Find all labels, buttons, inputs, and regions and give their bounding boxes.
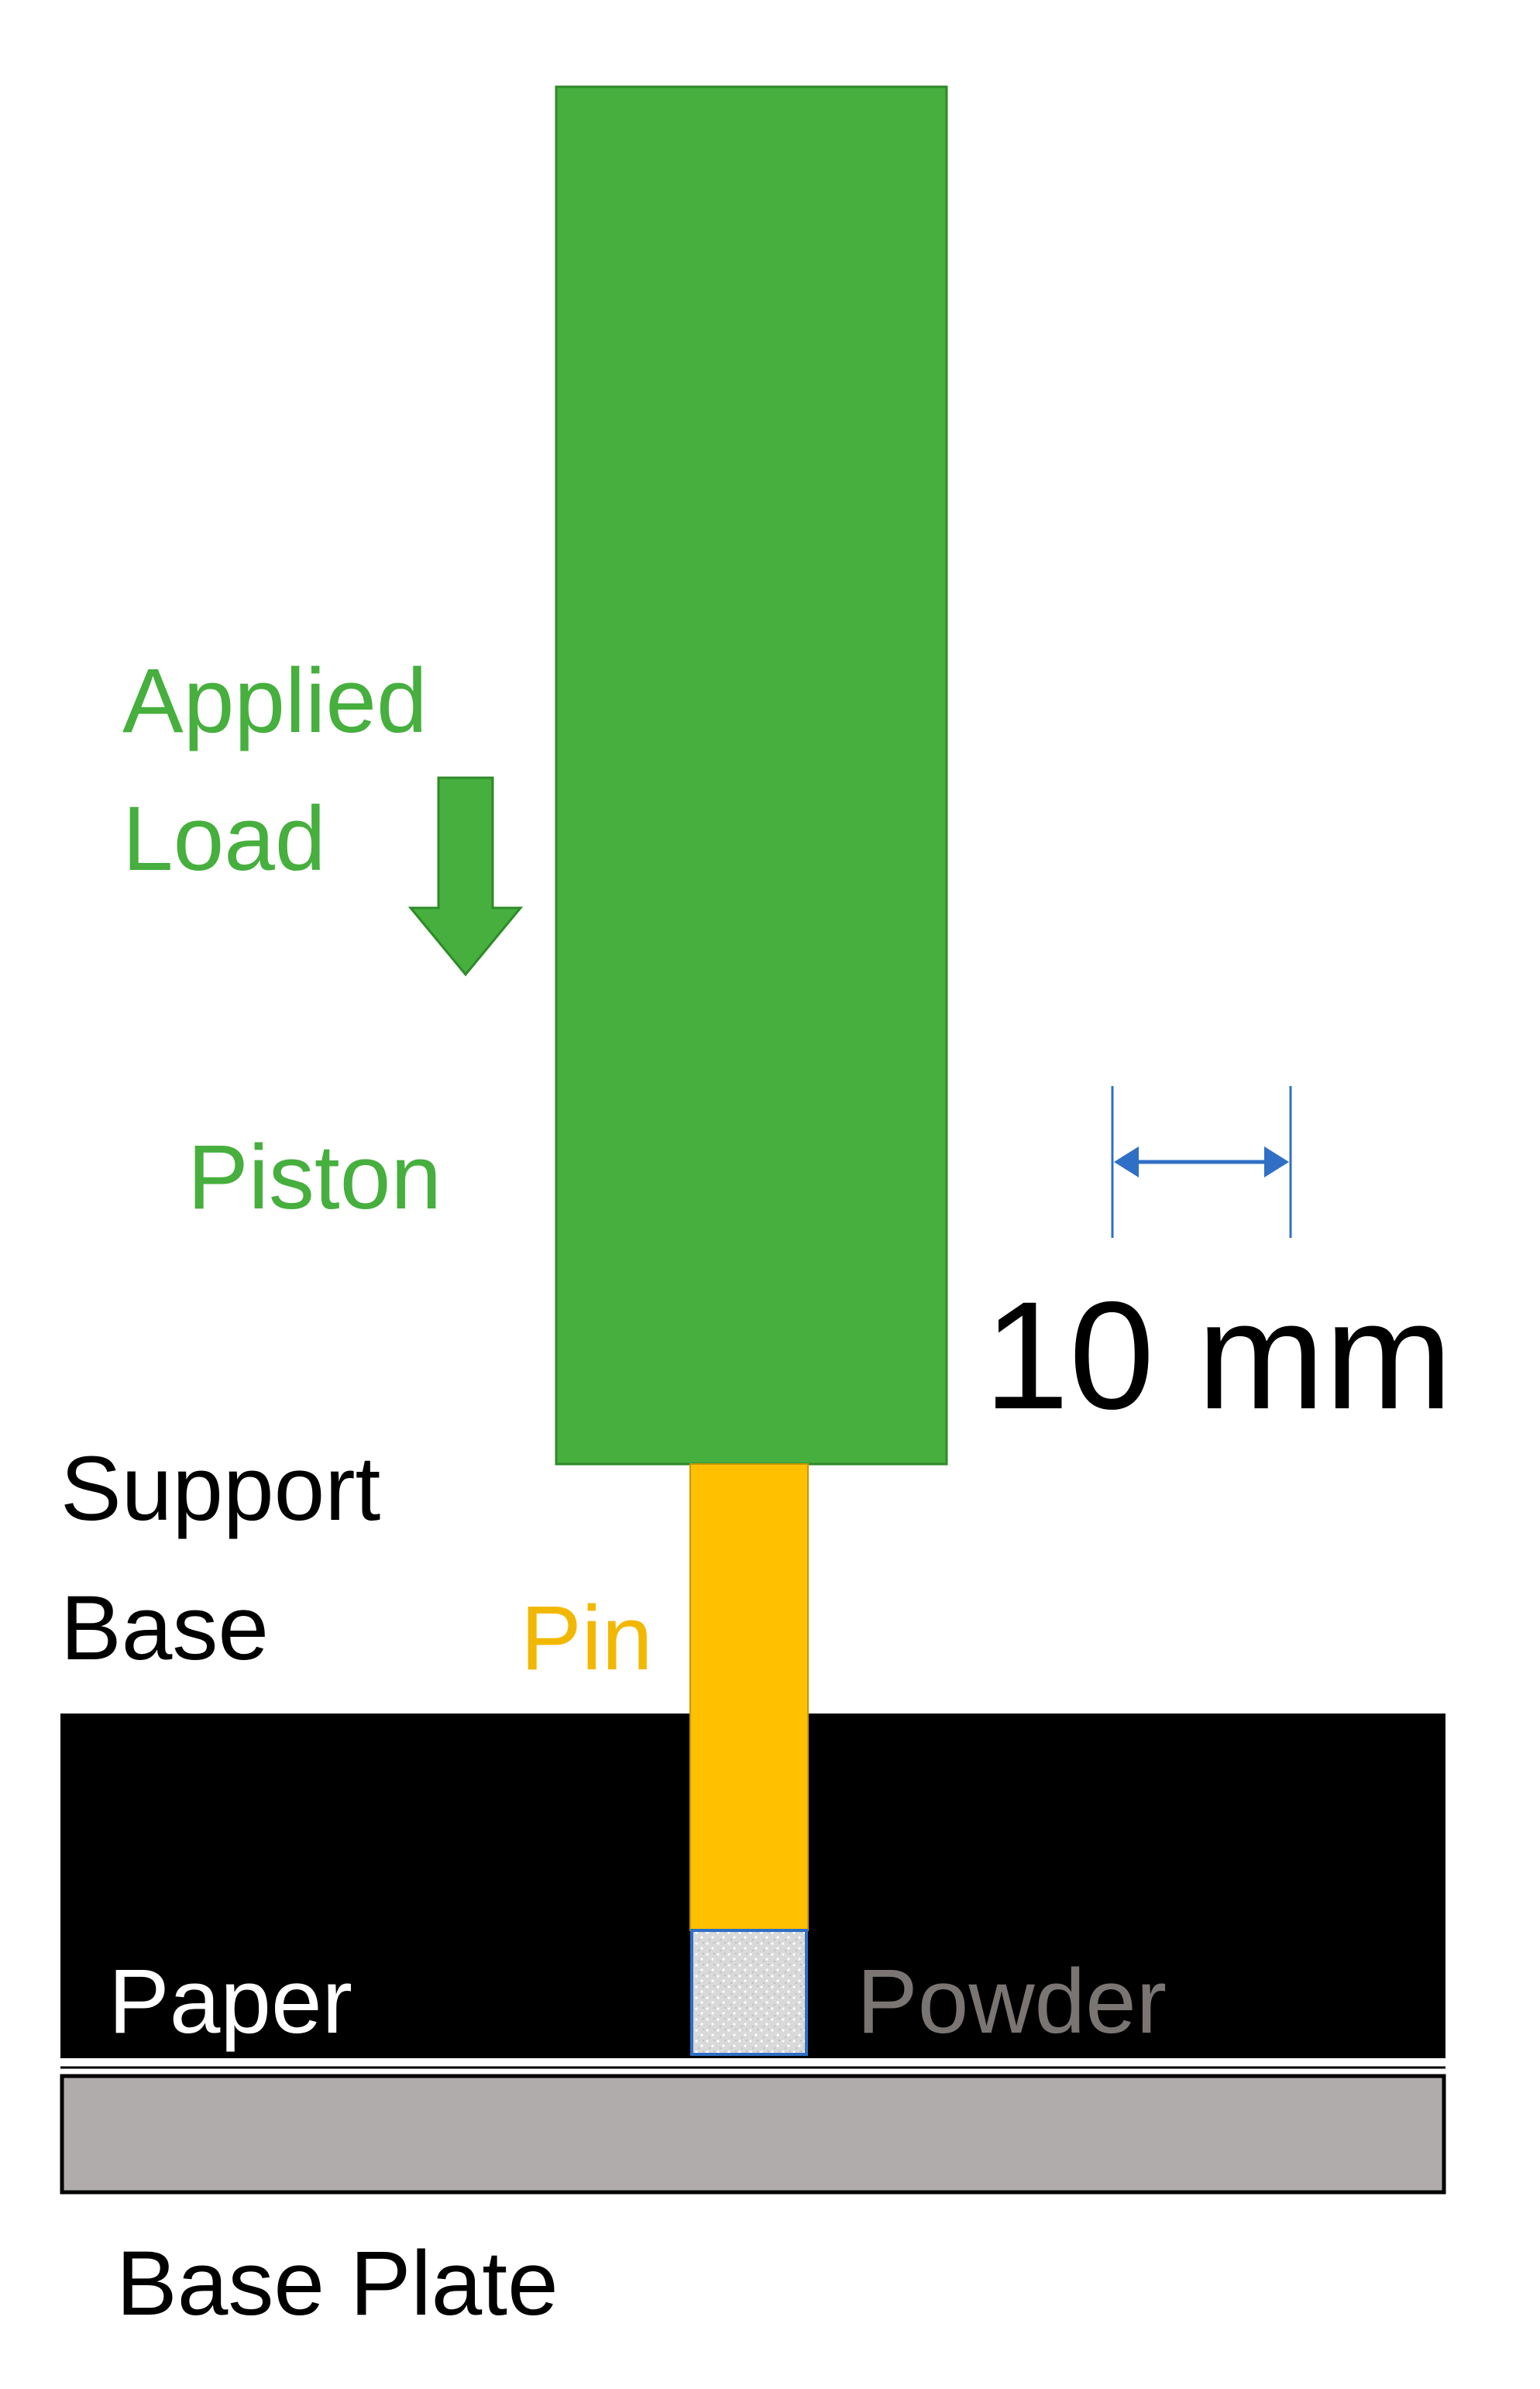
scale-arrowhead-right-icon xyxy=(1264,1146,1289,1177)
scale-bar-label: 10 mm xyxy=(984,1270,1452,1441)
pin-label: Pin xyxy=(521,1587,653,1689)
powder xyxy=(690,1929,808,2056)
support-base-label-line1: Support xyxy=(60,1438,380,1540)
base-plate-label: Base Plate xyxy=(116,2233,559,2335)
base-plate xyxy=(60,2074,1446,2195)
applied-load-label-line1: Applied xyxy=(122,650,428,752)
paper-label: Paper xyxy=(108,1951,352,2053)
pin xyxy=(689,1463,809,1931)
powder-label: Powder xyxy=(857,1951,1167,2053)
scale-arrowhead-left-icon xyxy=(1114,1146,1139,1177)
piston-label: Piston xyxy=(187,1126,442,1229)
support-base-label-line2: Base xyxy=(60,1577,269,1679)
piston xyxy=(555,85,948,1466)
applied-load-arrow-icon xyxy=(407,776,524,977)
applied-load-label-line2: Load xyxy=(122,788,326,890)
paper-layer xyxy=(60,2058,1445,2068)
scale-bar xyxy=(1111,1086,1292,1238)
